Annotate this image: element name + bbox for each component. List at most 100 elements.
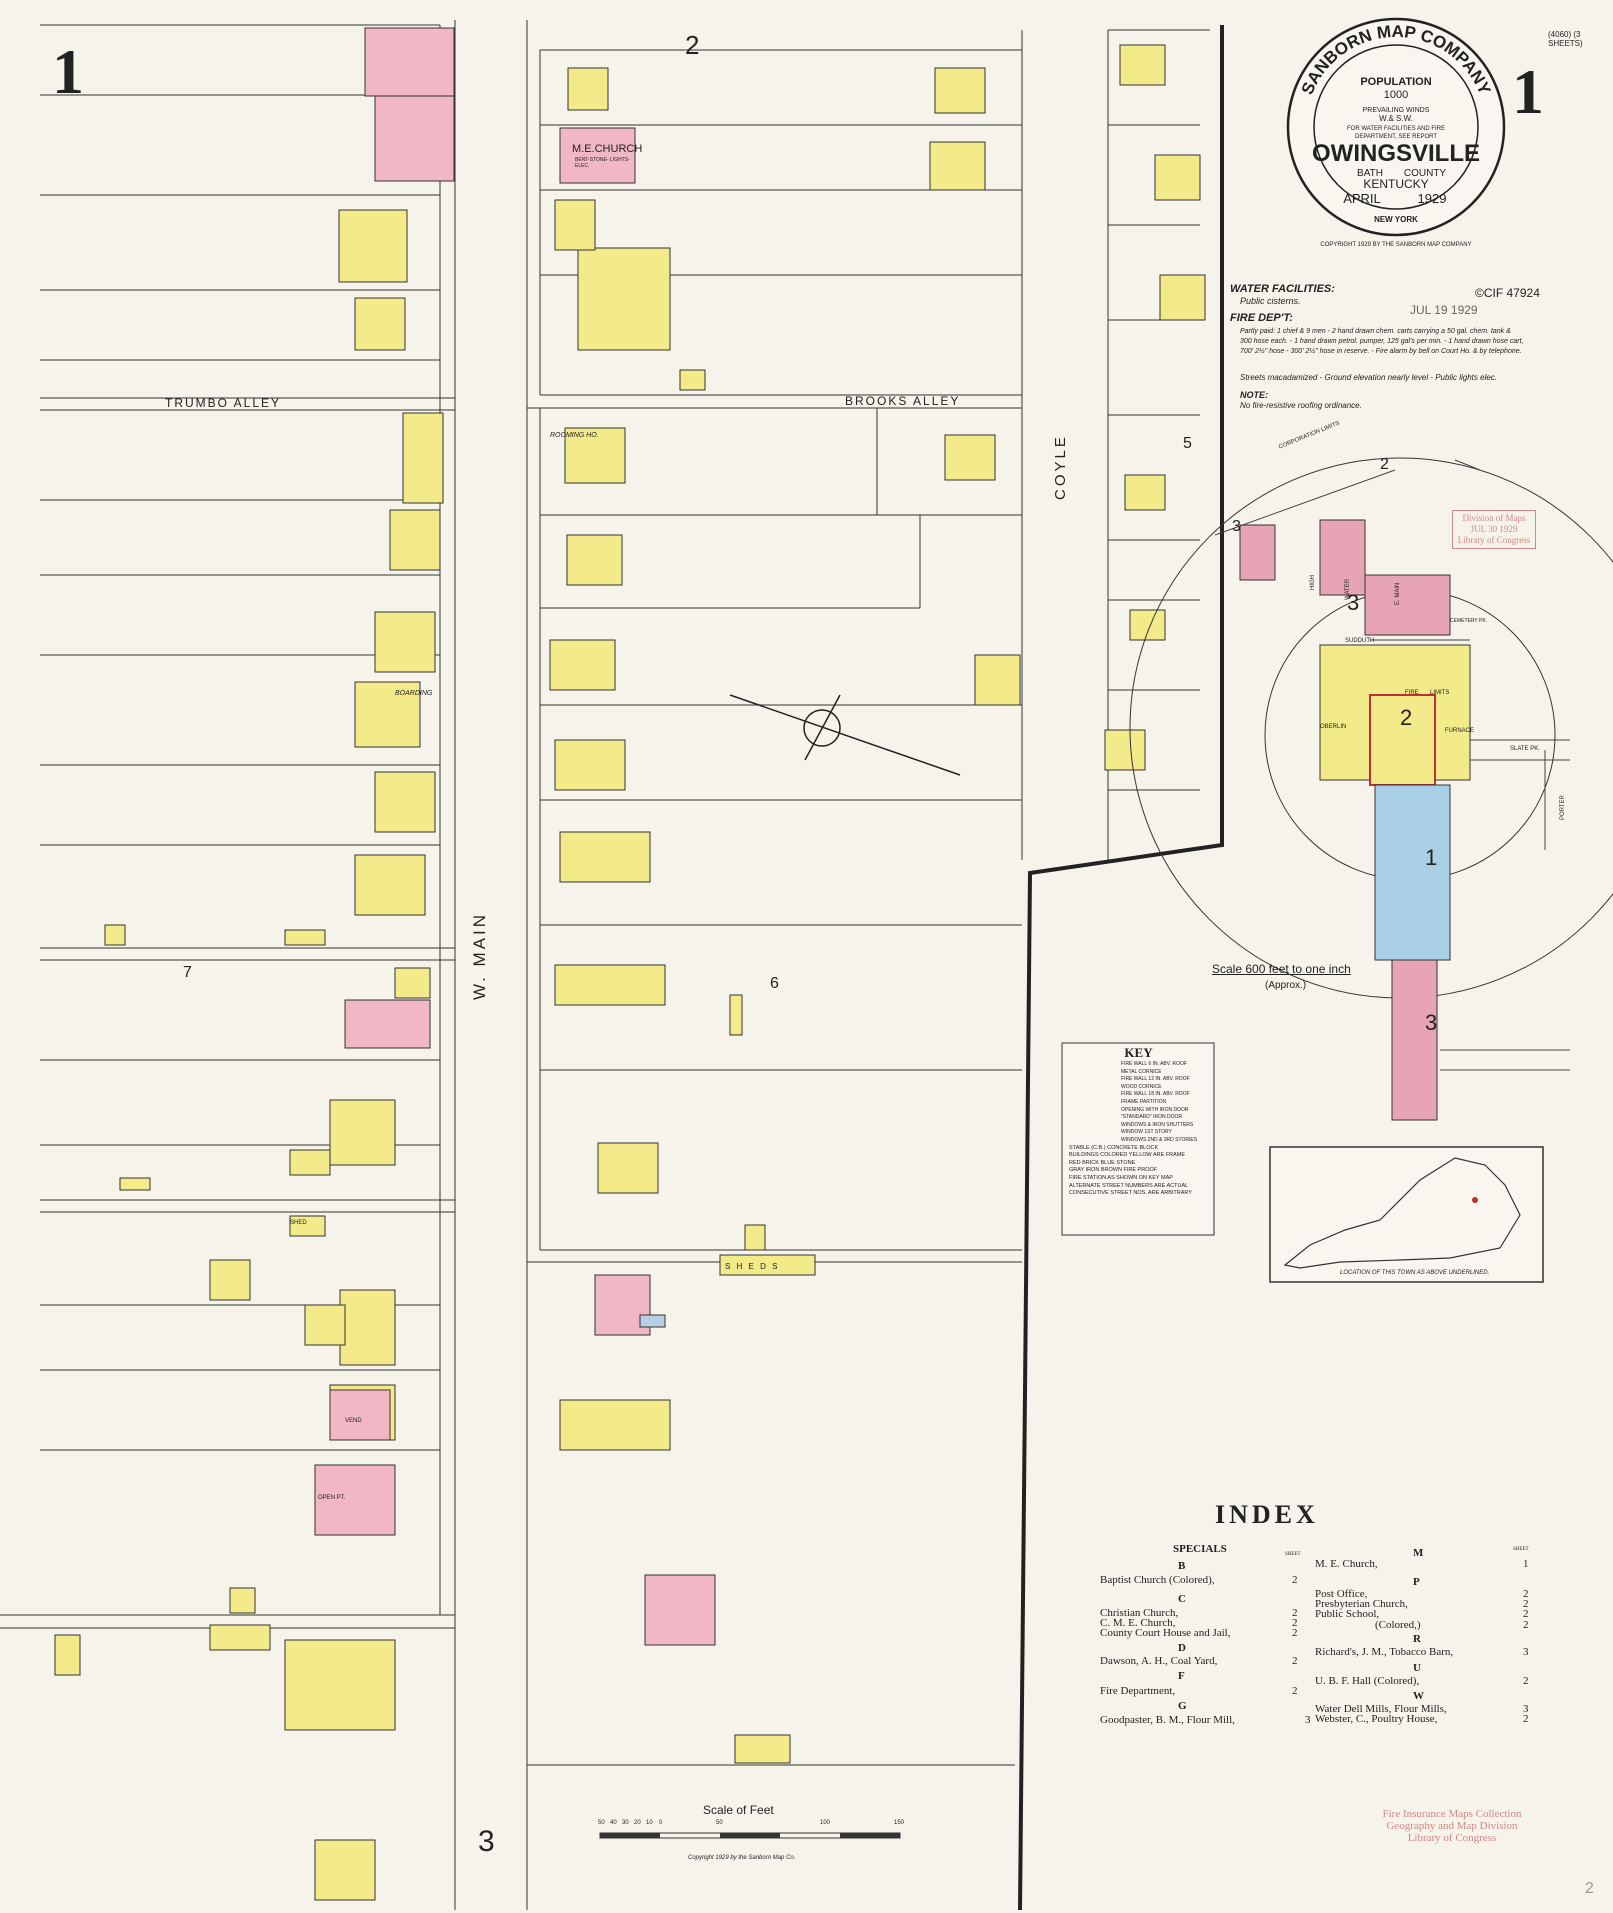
index-letter: P	[1413, 1576, 1420, 1588]
keymap-ref-2b: 2	[1380, 456, 1389, 473]
index-entry-sheet: 3	[1523, 1646, 1529, 1658]
library-stamp-line2: JUL 30 1929	[1470, 524, 1518, 534]
keymap-street-high: HIGH	[1310, 575, 1316, 590]
index-letter: D	[1178, 1642, 1186, 1654]
label-rooming: ROOMING HO.	[550, 432, 599, 439]
label-open-pt: OPEN PT.	[318, 1495, 346, 1501]
index-entry: C. M. E. Church,	[1100, 1617, 1176, 1629]
key-title: KEY	[1124, 1045, 1153, 1060]
index-letter: W	[1413, 1690, 1424, 1702]
street-brooks-alley: BROOKS ALLEY	[845, 394, 961, 408]
state-map-caption: LOCATION OF THIS TOWN AS ABOVE UNDERLINE…	[1340, 1270, 1490, 1276]
fire-text-3: 700' 2½" hose - 300' 2½" hose in reserve…	[1240, 348, 1522, 355]
key-line: FIRE WALL 12 IN. ABV. ROOF	[1121, 1076, 1190, 1083]
keymap-street-cemetery: CEMETERY PK.	[1450, 618, 1488, 624]
street-coyle: COYLE	[1052, 434, 1069, 500]
scale-tick: 150	[894, 1820, 905, 1826]
library-stamp-line1: Division of Maps	[1462, 513, 1526, 523]
label-sheds: S H E D S	[725, 1262, 780, 1271]
key-line: FRAME PARTITION	[1121, 1098, 1167, 1105]
index-entry: Fire Department,	[1100, 1685, 1176, 1697]
scale-title: Scale of Feet	[703, 1803, 774, 1817]
water-title: WATER FACILITIES:	[1230, 283, 1335, 295]
index-entry-sheet: 2	[1523, 1675, 1529, 1687]
keymap-street-furnace: FURNACE	[1445, 728, 1475, 734]
key-line: WOOD CORNICE	[1121, 1083, 1162, 1090]
keymap-street-e-main: E. MAIN	[1395, 582, 1401, 605]
fire-title: FIRE DEP'T:	[1230, 312, 1293, 324]
note-text: No fire-resistive roofing ordinance.	[1240, 401, 1362, 410]
scale-tick: 10	[646, 1820, 653, 1826]
lc-stamp: Fire Insurance Maps Collection Geography…	[1372, 1808, 1532, 1844]
sheet-count-note: (4060) (3 SHEETS)	[1548, 30, 1583, 48]
index-entry-sheet: 2	[1292, 1685, 1298, 1697]
key-line: WINDOWS & IRON SHUTTERS	[1121, 1121, 1194, 1128]
sheet-number-left: 1	[52, 36, 84, 107]
key-line: CONSECUTIVE STREET NOS. ARE ARBITRARY	[1069, 1190, 1192, 1197]
street-w-main: W. MAIN	[470, 911, 489, 1000]
index-entry: U. B. F. Hall (Colored),	[1315, 1675, 1420, 1687]
index-entry-sheet: 2	[1523, 1598, 1529, 1610]
keymap-ref-3c: 3	[1425, 1010, 1438, 1035]
key-line: FIRE STATION AS SHOWN ON KEY MAP	[1069, 1174, 1173, 1181]
index-entry-sheet: 2	[1523, 1713, 1529, 1725]
index-entry: Dawson, A. H., Coal Yard,	[1100, 1655, 1218, 1667]
keymap-street-porter: PORTER	[1560, 795, 1566, 820]
index-letter: M	[1413, 1547, 1424, 1559]
page-corner: 2	[1585, 1880, 1594, 1897]
index-entry: (Colored,)	[1375, 1619, 1421, 1631]
scale-tick: 40	[610, 1820, 617, 1826]
lc-stamp-line2: Geography and Map Division	[1386, 1820, 1518, 1832]
streets-text: Streets macadamized - Ground elevation n…	[1240, 373, 1498, 382]
scale-tick: 30	[622, 1820, 629, 1826]
block-number-5: 5	[1183, 435, 1192, 452]
key-line: STABLE (C.B.) CONCRETE BLOCK	[1069, 1144, 1159, 1151]
index-sheet-label-right: SHEET	[1513, 1547, 1529, 1552]
keymap-ref-3b: 3	[1232, 518, 1241, 535]
label-vend: VEND	[345, 1418, 362, 1424]
keymap-street-slate: SLATE PK.	[1510, 746, 1540, 752]
key-line: BUILDINGS COLORED YELLOW ARE FRAME	[1069, 1152, 1186, 1159]
water-text: Public cisterns.	[1240, 296, 1301, 306]
key-line: "STANDARD" IRON DOOR	[1121, 1114, 1182, 1121]
index-entry-sheet: 3	[1305, 1714, 1311, 1726]
index-letter: F	[1178, 1670, 1185, 1682]
index-letter: U	[1413, 1662, 1421, 1674]
index-sheet-label: SHEET	[1285, 1552, 1301, 1557]
index-entry: Post Office,	[1315, 1588, 1368, 1600]
key-line: WINDOW 1ST STORY	[1121, 1129, 1172, 1136]
index-entry: Public School,	[1315, 1608, 1380, 1620]
block-number-6: 6	[770, 975, 779, 992]
index-entry: Presbyterian Church,	[1315, 1598, 1408, 1610]
key-line: FIRE WALL 6 IN. ABV. ROOF	[1121, 1061, 1187, 1067]
company-seal	[1286, 17, 1506, 237]
keymap-fire: FIRE	[1405, 690, 1419, 696]
index-entry-sheet: 1	[1523, 1558, 1529, 1570]
block-number-7: 7	[183, 964, 192, 981]
key-line: METAL CORNICE	[1121, 1068, 1162, 1075]
keymap-approx: (Approx.)	[1265, 980, 1307, 991]
copyright-date: JUL 19 1929	[1410, 303, 1478, 317]
index-title: INDEX	[1215, 1500, 1319, 1529]
label-boarding: BOARDING	[395, 690, 433, 697]
index-entry-sheet: 2	[1292, 1607, 1298, 1619]
scale-tick: 20	[634, 1820, 641, 1826]
scale-copyright: Copyright 1929 by the Sanborn Map Co.	[688, 1855, 796, 1861]
index-entry: Baptist Church (Colored),	[1100, 1574, 1215, 1586]
index-letter: C	[1178, 1593, 1186, 1605]
index-entry-sheet: 2	[1292, 1574, 1298, 1586]
index-letter: R	[1413, 1633, 1421, 1645]
key-line: FIRE WALL 18 IN. ABV. ROOF	[1121, 1091, 1190, 1098]
copyright-mark: ©CIF 47924	[1475, 286, 1540, 300]
keymap-street-sudduth: SUDDUTH	[1345, 638, 1375, 644]
fire-text-2: 300 hose each. - 1 hand drawn petrol. pu…	[1240, 338, 1524, 345]
key-line: OPENING WITH IRON DOOR	[1121, 1106, 1189, 1113]
index-entry: M. E. Church,	[1315, 1558, 1378, 1570]
label-shed: SHED	[290, 1220, 307, 1226]
keymap-ref-3a: 3	[1347, 590, 1360, 615]
keymap-street-oberlin: OBERLIN	[1320, 724, 1347, 730]
index-entry-sheet: 2	[1523, 1619, 1529, 1631]
index-entry: Christian Church,	[1100, 1607, 1179, 1619]
library-stamp-line3: Library of Congress	[1457, 535, 1531, 545]
